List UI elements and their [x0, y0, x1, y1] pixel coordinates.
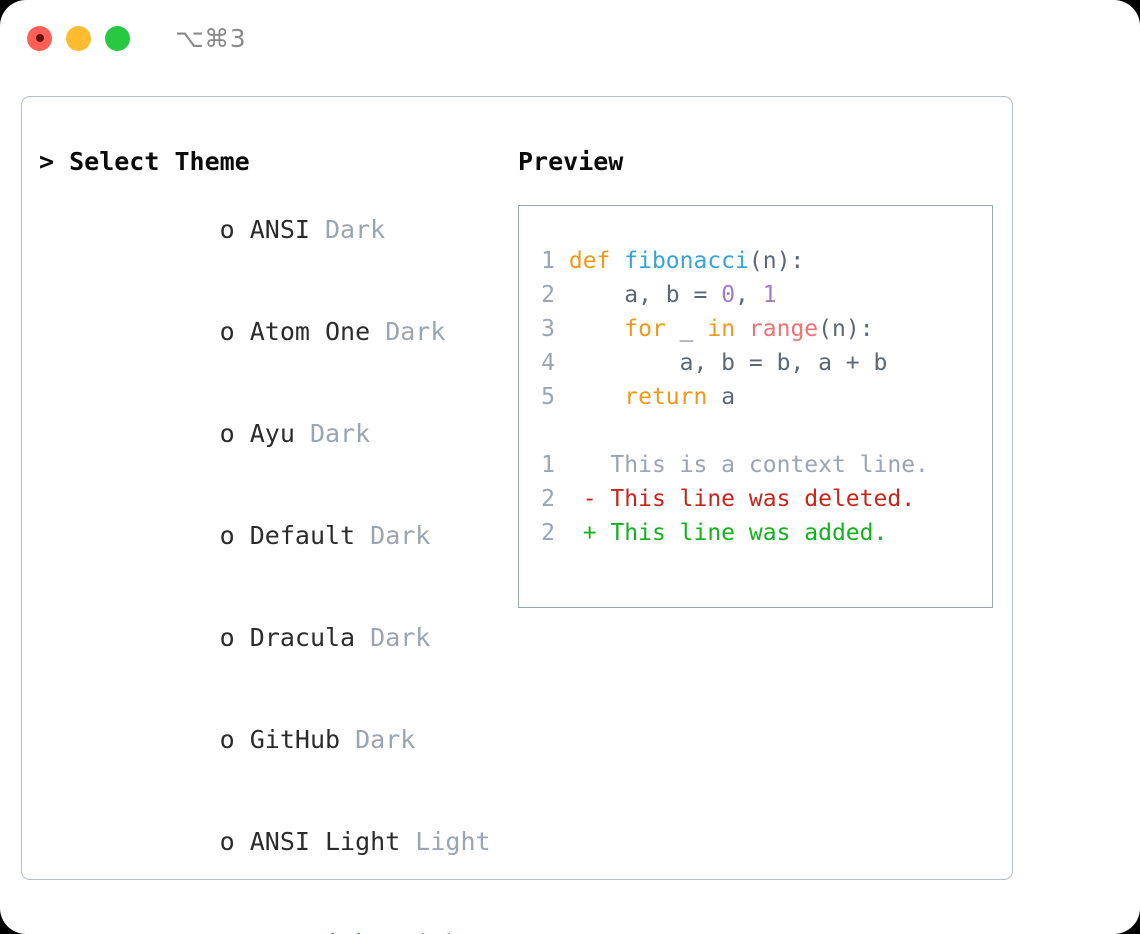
title-bar: ⌥⌘3	[0, 0, 1140, 76]
theme-list-item[interactable]: o Ayu Dark	[39, 383, 504, 485]
radio-marker-selected-icon: ●	[220, 929, 250, 934]
line-number: 2	[541, 520, 555, 546]
theme-name: Dracula	[249, 623, 356, 652]
theme-list-item[interactable]: o ANSI Dark	[39, 179, 504, 281]
theme-list-item[interactable]: o Default Dark	[39, 485, 504, 587]
theme-list-item[interactable]: o ANSI Light Light	[39, 791, 504, 893]
theme-selector-panel: > Select Theme o ANSI Dark o Atom One Da…	[21, 96, 1013, 934]
theme-list-item[interactable]: o Dracula Dark	[39, 587, 504, 689]
theme-variant: Dark	[309, 215, 386, 244]
theme-name: Atom One	[249, 317, 371, 346]
radio-marker-icon: o	[219, 725, 250, 754]
theme-variant: Dark	[294, 419, 371, 448]
code-token: _	[665, 316, 708, 342]
radio-marker-icon: o	[219, 521, 250, 550]
diff-text: + This line was added.	[568, 520, 888, 546]
keyboard-shortcut-label: ⌥⌘3	[175, 23, 247, 53]
close-button[interactable]	[27, 25, 52, 51]
preview-heading: Preview	[518, 147, 624, 176]
code-spacer	[533, 414, 992, 448]
code-token: ,	[735, 282, 763, 308]
code-token: in	[707, 316, 736, 342]
line-number: 1	[541, 452, 555, 478]
code-token: a, b = b, a + b	[568, 350, 888, 376]
code-token: fibonacci	[624, 248, 749, 274]
radio-marker-icon: o	[219, 419, 250, 448]
line-number: 3	[541, 316, 555, 342]
theme-list-item-selected[interactable]: ● Ayu Light Light	[39, 893, 504, 934]
radio-marker-icon: o	[219, 827, 250, 856]
theme-name: ANSI Light	[249, 827, 401, 856]
code-token: for	[624, 316, 666, 342]
radio-marker-icon: o	[219, 317, 250, 346]
code-token: 0	[721, 282, 736, 308]
theme-name: Ayu Light	[250, 929, 385, 934]
minimize-button[interactable]	[66, 25, 91, 51]
line-number: 2	[541, 282, 555, 308]
line-number: 1	[541, 248, 555, 274]
select-theme-heading: > Select Theme	[39, 147, 250, 176]
maximize-button[interactable]	[105, 25, 130, 51]
preview-column: Preview 1 def fibonacci(n): 2 a, b = 0, …	[504, 145, 1012, 934]
code-line: 1 def fibonacci(n):	[533, 244, 992, 278]
code-token: def	[568, 248, 625, 274]
code-token: a	[707, 384, 736, 410]
code-token: range	[748, 316, 819, 342]
theme-variant: Light	[400, 827, 491, 856]
radio-marker-icon: o	[219, 623, 250, 652]
diff-text: This is a context line.	[568, 452, 929, 478]
code-token: 1	[762, 282, 777, 308]
diff-line-context: 1 This is a context line.	[533, 448, 992, 482]
theme-name: ANSI	[249, 215, 310, 244]
theme-list-column: > Select Theme o ANSI Dark o Atom One Da…	[22, 145, 504, 934]
theme-list-item[interactable]: o Atom One Dark	[39, 281, 504, 383]
code-token	[569, 384, 624, 410]
code-token: return	[624, 384, 708, 410]
line-number: 2	[541, 486, 555, 512]
theme-name: GitHub	[249, 725, 341, 754]
diff-line-deleted: 2 - This line was deleted.	[533, 482, 992, 516]
theme-variant: Dark	[340, 725, 416, 754]
theme-list-item[interactable]: o GitHub Dark	[39, 689, 504, 791]
diff-text: - This line was deleted.	[568, 486, 916, 512]
theme-variant: Light	[385, 929, 475, 934]
code-line: 2 a, b = 0, 1	[533, 278, 992, 312]
code-line: 5 return a	[533, 380, 992, 414]
code-token: (n):	[818, 316, 874, 342]
code-token: (n):	[748, 248, 805, 274]
code-preview-box: 1 def fibonacci(n): 2 a, b = 0, 1 3 for …	[518, 205, 993, 608]
window-controls	[27, 25, 130, 51]
line-number: 4	[541, 350, 555, 376]
code-line: 4 a, b = b, a + b	[533, 346, 992, 380]
theme-variant: Dark	[355, 521, 431, 550]
record-indicator-icon	[35, 34, 44, 42]
theme-variant: Dark	[370, 317, 446, 346]
line-number: 5	[541, 384, 555, 410]
theme-name: Ayu	[249, 419, 295, 448]
code-line: 3 for _ in range(n):	[533, 312, 992, 346]
theme-name: Default	[249, 521, 356, 550]
code-token	[735, 316, 749, 342]
code-token: a, b =	[568, 282, 722, 308]
code-token	[569, 316, 624, 342]
radio-marker-icon: o	[219, 215, 250, 244]
diff-line-added: 2 + This line was added.	[533, 516, 992, 550]
theme-list: o ANSI Dark o Atom One Dark o Ayu Dark o…	[39, 179, 504, 934]
theme-variant: Dark	[355, 623, 431, 652]
